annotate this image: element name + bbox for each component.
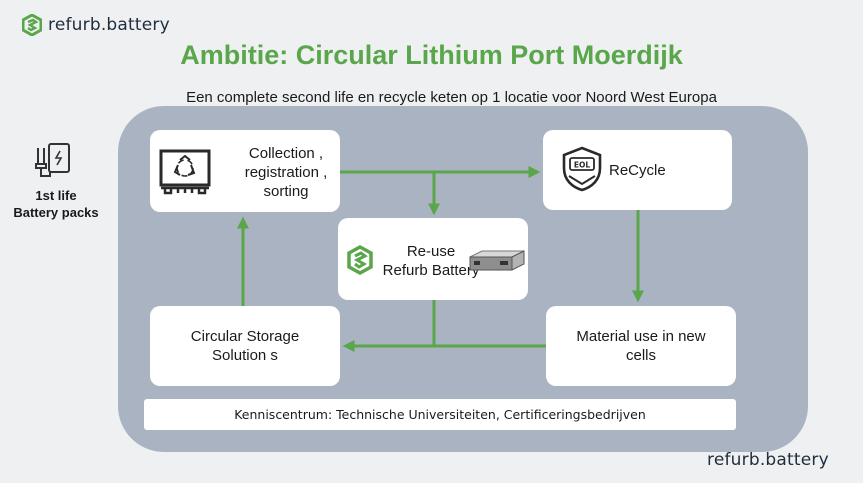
knowledge-center-bar: Kenniscentrum: Technische Universiteiten…: [144, 399, 736, 430]
material-node: Material use in new cells: [546, 306, 736, 386]
eol-shield-icon: EOL: [562, 146, 602, 192]
first-life-line2: Battery packs: [13, 205, 99, 220]
page-title: Ambitie: Circular Lithium Port Moerdijk: [180, 40, 683, 70]
brand-logo: refurb.battery: [22, 14, 170, 36]
collection-label: Collection , registration , sorting: [236, 144, 336, 201]
reuse-line2: Refurb Battery: [382, 262, 480, 279]
material-label: Material use in new cells: [576, 327, 705, 365]
collection-line1: Collection ,: [248, 145, 324, 162]
reuse-line1: Re-use: [406, 243, 456, 260]
recycle-node: EOL ReCycle: [543, 130, 732, 210]
material-line1: Material use in new: [576, 328, 706, 345]
reuse-node: Re-use Refurb Battery: [338, 218, 528, 300]
first-life-label: 1st life Battery packs: [2, 187, 110, 221]
eol-icon-text: EOL: [574, 161, 590, 170]
material-line2: cells: [625, 347, 656, 364]
reuse-label: Re-use Refurb Battery: [376, 242, 486, 280]
collection-line2: registration ,: [244, 164, 328, 181]
collection-node: Collection , registration , sorting: [150, 130, 340, 212]
storage-label: Circular Storage Solution s: [191, 327, 299, 365]
refurb-logo-icon: [347, 245, 373, 275]
page-subtitle: Een complete second life en recycle kete…: [186, 89, 717, 106]
first-life-line1: 1st life: [35, 188, 77, 203]
collection-line3: sorting: [263, 183, 309, 200]
battery-rack-icon: [469, 250, 525, 271]
brand-name-footer: refurb.battery: [707, 450, 829, 470]
storage-line1: Circular Storage: [190, 328, 300, 345]
storage-node: Circular Storage Solution s: [150, 306, 340, 386]
brand-name: refurb.battery: [48, 15, 170, 35]
recycle-bin-icon: [159, 149, 211, 195]
refurb-logo-icon: [22, 14, 42, 36]
brand-logo-footer: refurb.battery: [707, 450, 829, 470]
storage-line2: Solution s: [212, 347, 278, 364]
battery-charger-icon: [35, 143, 70, 177]
recycle-label: ReCycle: [609, 162, 666, 179]
